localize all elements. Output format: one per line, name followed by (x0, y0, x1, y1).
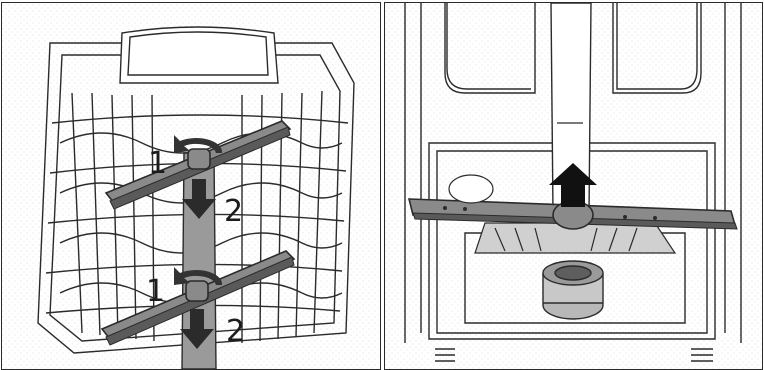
filter-lattice (474, 222, 677, 254)
upper-pull-down-arrow-icon (182, 179, 216, 219)
lower-spray-arm (407, 174, 738, 230)
tub-floor-panel (384, 2, 763, 370)
upper-spray-arm (104, 120, 292, 210)
tub-floor-illustration (385, 3, 762, 369)
drain-filter (542, 260, 604, 320)
lower-spray-arm (100, 250, 296, 346)
lower-pull-down-arrow-icon (180, 309, 214, 349)
tub-wall-outline (404, 3, 742, 362)
upper-rack-illustration: 1 2 1 2 (2, 3, 380, 369)
upper-step-1-label: 1 (148, 146, 167, 181)
upper-rotate-arrow-icon (174, 135, 223, 153)
lower-step-2-label: 2 (226, 314, 245, 349)
upper-step-2-label: 2 (224, 194, 243, 229)
lower-step-1-label: 1 (146, 274, 165, 309)
lower-rotate-arrow-icon (174, 267, 223, 285)
lift-up-arrow-icon (549, 163, 597, 207)
upper-rack-panel: 1 2 1 2 (1, 2, 381, 370)
